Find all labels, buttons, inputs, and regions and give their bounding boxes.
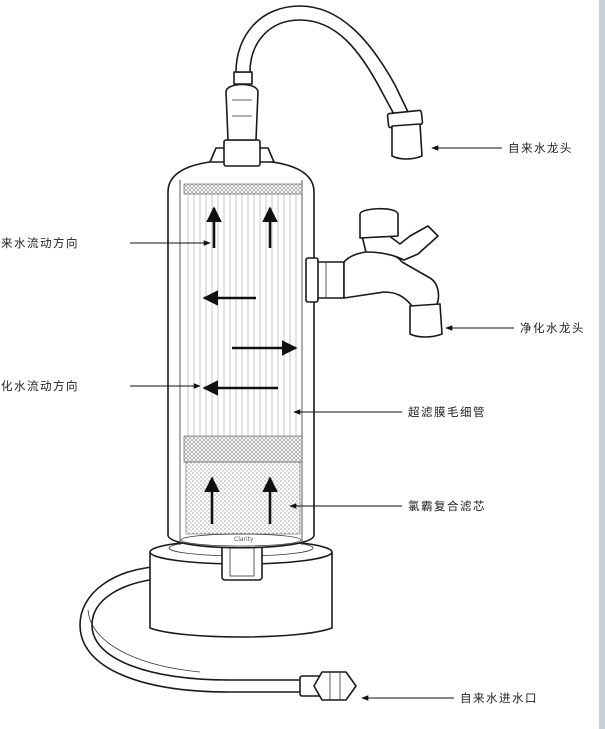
label-purified-faucet: 净化水龙头 [520,321,585,335]
label-composite-filter: 氯霸复合滤芯 [408,499,486,513]
label-purified-flow-direction: 净化水流动方向 [0,379,79,393]
filter-housing: Clarity [167,159,315,549]
purified-water-faucet [305,207,443,338]
purifier-base [149,535,333,638]
label-tap-water-inlet: 自来水进水口 [460,691,538,705]
label-tap-water-flow-direction: 自来水流动方向 [0,236,79,250]
inlet-hex-nut-icon [299,671,357,701]
label-tap-water-faucet: 自来水龙头 [508,141,573,155]
housing-top-clips [209,139,275,167]
flow-arrows [202,206,298,524]
leader-lines [130,145,514,701]
label-uf-capillary: 超滤膜毛细管 [408,405,486,419]
tap-water-faucet [225,5,424,160]
svg-text:Clarity: Clarity [234,536,254,543]
right-edge-strip [599,0,605,729]
